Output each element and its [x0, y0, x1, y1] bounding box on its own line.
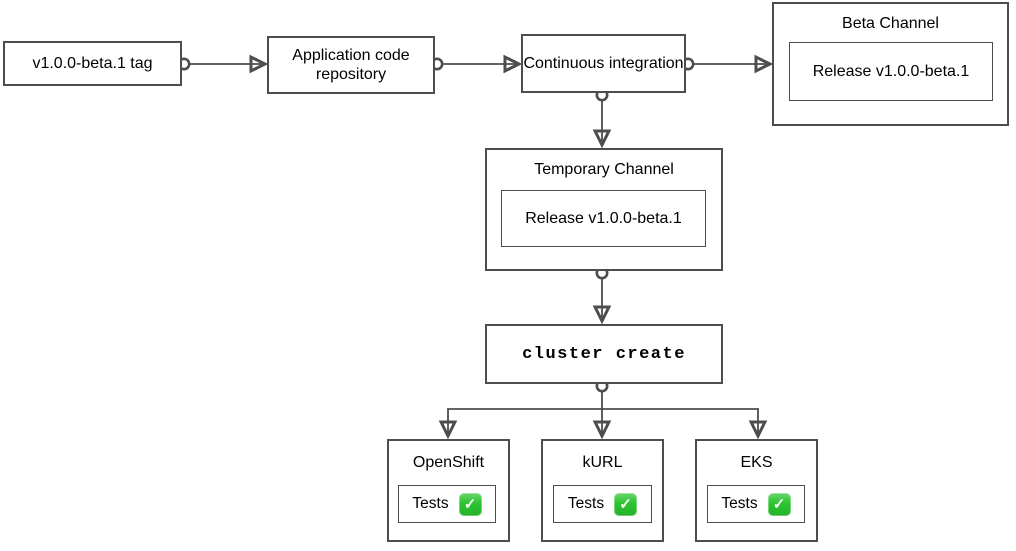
temporary-release-label: Release v1.0.0-beta.1 — [525, 209, 682, 227]
check-mark-button-icon: ✓ — [767, 492, 791, 516]
repo-label: Application code repository — [292, 47, 410, 83]
node-temporary-release: Release v1.0.0-beta.1 — [501, 190, 706, 247]
eks-title: EKS — [740, 454, 773, 471]
openshift-title: OpenShift — [412, 454, 485, 471]
check-mark-button-icon: ✓ — [614, 492, 638, 516]
connector-branch-to-openshift — [448, 408, 602, 436]
node-beta-release: Release v1.0.0-beta.1 — [789, 42, 993, 101]
cluster-create-label: cluster create — [522, 344, 686, 364]
beta-channel-title: Beta Channel — [842, 15, 939, 32]
connector-branch-to-eks — [602, 408, 758, 436]
node-eks: EKS Tests ✓ — [695, 439, 818, 542]
temporary-channel-title: Temporary Channel — [534, 161, 674, 178]
eks-tests-box: Tests ✓ — [707, 485, 805, 523]
node-application-code-repository: Application code repository — [267, 36, 435, 94]
kurl-title: kURL — [582, 454, 623, 471]
kurl-tests-box: Tests ✓ — [553, 485, 652, 523]
beta-release-label: Release v1.0.0-beta.1 — [812, 62, 970, 80]
kurl-tests-label: Tests — [567, 495, 605, 512]
check-glyph: ✓ — [619, 495, 632, 513]
check-glyph: ✓ — [772, 495, 786, 513]
node-tag: v1.0.0-beta.1 tag — [3, 41, 182, 86]
node-continuous-integration: Continuous integration — [521, 34, 686, 93]
eks-tests-label: Tests — [721, 495, 758, 512]
openshift-tests-box: Tests ✓ — [398, 485, 496, 523]
tag-label: v1.0.0-beta.1 tag — [32, 55, 153, 72]
check-mark-button-icon: ✓ — [458, 492, 482, 516]
node-openshift: OpenShift Tests ✓ — [387, 439, 510, 542]
ci-label: Continuous integration — [523, 55, 684, 72]
node-kurl: kURL Tests ✓ — [541, 439, 664, 542]
node-beta-channel: Beta Channel Release v1.0.0-beta.1 — [772, 2, 1009, 126]
openshift-tests-label: Tests — [412, 495, 449, 512]
node-cluster-create: cluster create — [485, 324, 723, 384]
check-glyph: ✓ — [463, 495, 477, 513]
node-temporary-channel: Temporary Channel Release v1.0.0-beta.1 — [485, 148, 723, 271]
